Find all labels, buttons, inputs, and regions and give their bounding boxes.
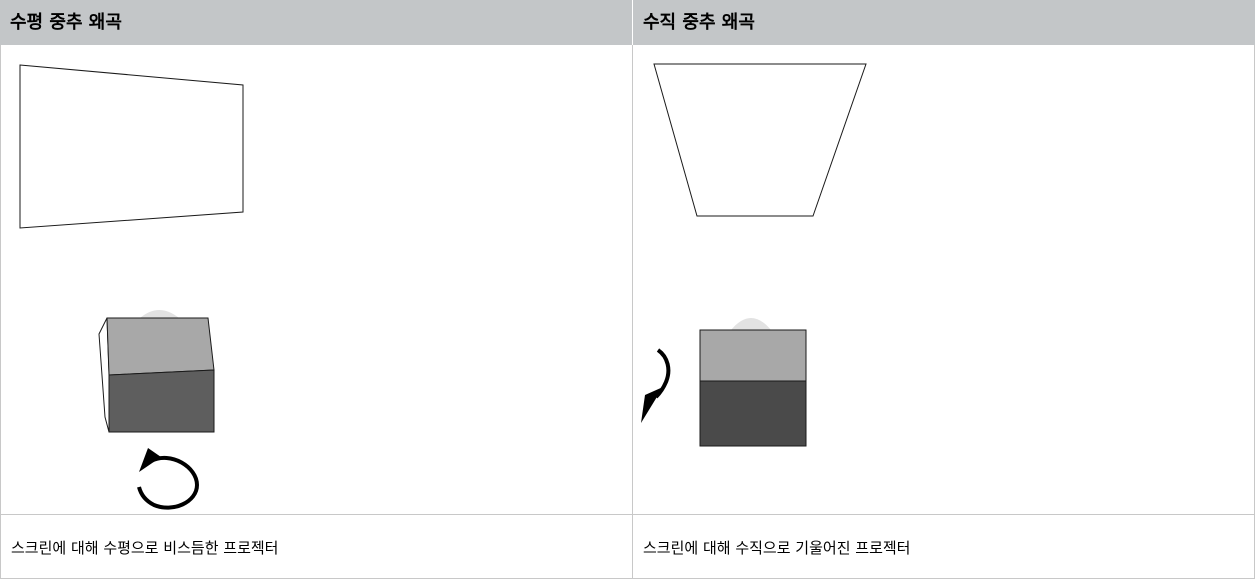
projector-front-face <box>108 369 215 433</box>
table-header-row: 수평 중추 왜곡 수직 중추 왜곡 <box>0 0 1255 45</box>
projector-front-face <box>699 380 807 447</box>
vertical-rotation-arrowhead <box>641 387 663 423</box>
horizontal-rotation-arrowhead <box>139 448 161 472</box>
horizontal-keystone-caption: 스크린에 대해 수평으로 비스듬한 프로젝터 <box>0 515 632 579</box>
vertical-keystone-illustration <box>641 63 867 447</box>
projector-top-face <box>699 329 807 382</box>
vertical-keystone-illustration-cell <box>632 45 1255 515</box>
horizontal-keystone-illustration <box>19 64 244 510</box>
horizontal-rotation-arrow-icon <box>137 455 200 510</box>
vertical-rotation-arrow-icon <box>654 348 671 399</box>
vertical-keystone-header: 수직 중추 왜곡 <box>632 0 1255 45</box>
projector-lens <box>140 310 179 318</box>
vertically-tilted-projector <box>699 318 807 447</box>
projector-top-face <box>106 317 215 376</box>
vertical-keystone-caption: 스크린에 대해 수직으로 기울어진 프로젝터 <box>632 515 1255 579</box>
horizontal-keystone-header: 수평 중추 왜곡 <box>10 12 122 33</box>
projector-lens <box>731 318 771 330</box>
vertical-keystone-screen <box>653 63 867 217</box>
horizontal-keystone-illustration-cell <box>0 45 632 515</box>
horizontally-angled-projector <box>98 310 215 433</box>
horizontal-keystone-screen <box>19 64 244 229</box>
